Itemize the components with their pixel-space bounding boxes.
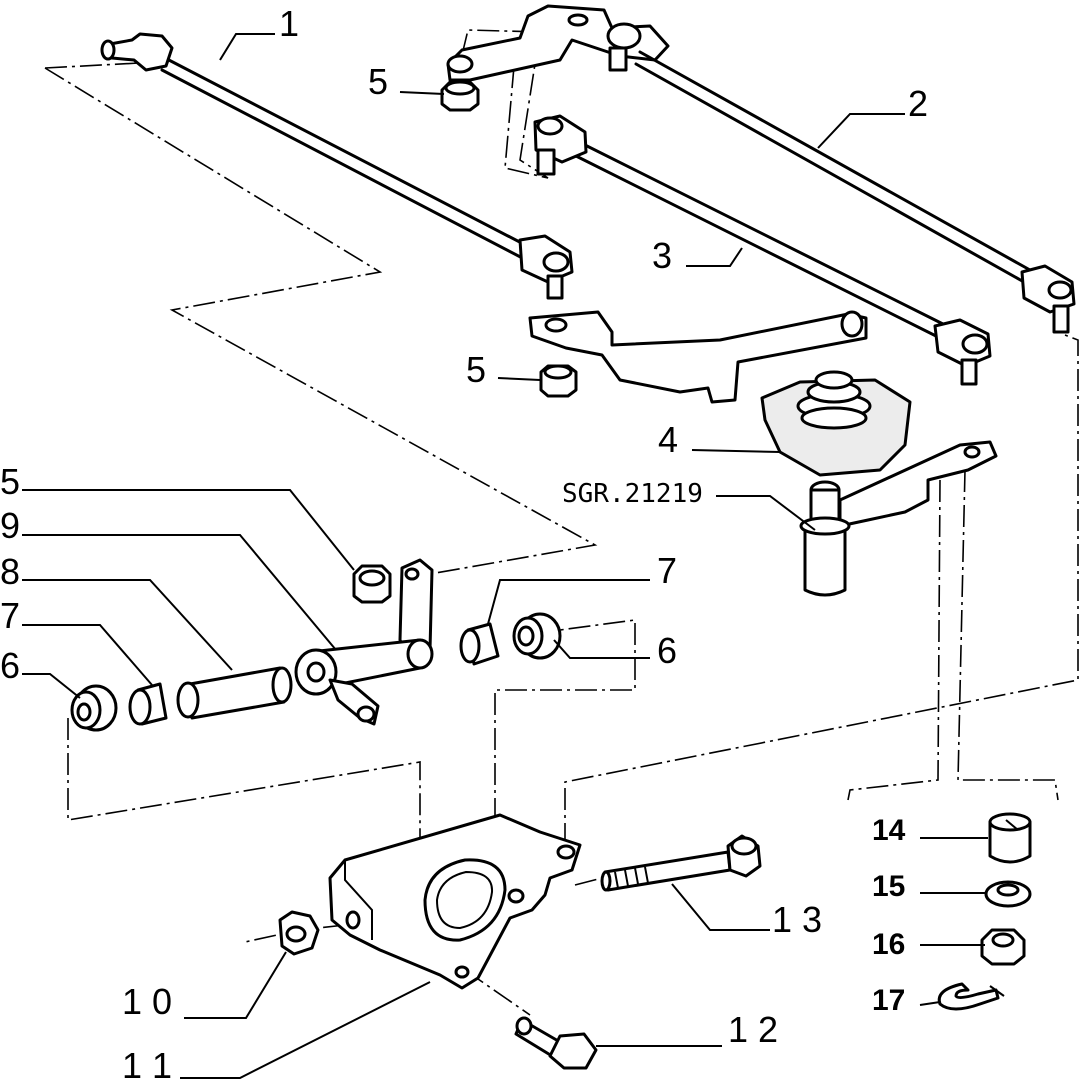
leader-lines — [22, 33, 988, 1079]
assembly-lines — [44, 29, 1079, 1016]
nut-5-middle — [539, 364, 578, 398]
callout-11: 1 1 — [122, 1045, 172, 1081]
part-16-nut — [980, 928, 1026, 966]
nut-5-lower — [352, 564, 392, 604]
part-2-linkage-rod — [634, 50, 1076, 334]
part-7-bushing-right — [459, 622, 500, 666]
part-14-sleeve — [988, 812, 1032, 864]
callout-1: 1 — [279, 3, 299, 44]
callout-5-middle: 5 — [466, 349, 486, 390]
callout-10: 1 0 — [122, 981, 172, 1022]
callout-8: 8 — [0, 551, 20, 592]
part-17-clip — [937, 982, 1005, 1011]
callout-17: 17 — [872, 984, 905, 1017]
callout-2: 2 — [908, 83, 928, 124]
part-4-rubber-mount — [760, 370, 912, 477]
callout-16: 16 — [872, 928, 905, 961]
callout-4: 4 — [658, 419, 678, 460]
part-7-bushing-left — [128, 682, 168, 726]
callout-14: 14 — [872, 814, 906, 847]
part-13-bolt — [600, 834, 762, 892]
nut-5-top — [440, 80, 480, 112]
callout-6-left: 6 — [0, 645, 20, 686]
callout-15: 15 — [872, 870, 905, 903]
crank-arm-shaft — [799, 440, 998, 597]
callout-5-lower: 5 — [0, 461, 20, 502]
part-6-bushing-right — [512, 612, 562, 660]
callout-3: 3 — [652, 235, 672, 276]
reference-code: SGR.21219 — [562, 479, 703, 509]
part-1-linkage-rod — [100, 32, 574, 300]
part-11-base-bracket — [328, 813, 582, 990]
top-bracket — [446, 4, 670, 82]
callout-7-right: 7 — [657, 550, 677, 591]
part-12-bolt — [514, 1016, 598, 1070]
callout-7-left: 7 — [0, 595, 20, 636]
crank-bracket — [528, 310, 868, 404]
part-9-lever — [294, 558, 434, 726]
part-10-nut — [278, 910, 320, 956]
part-8-tube — [176, 666, 293, 720]
part-6-bushing-left — [70, 684, 118, 732]
part-3-linkage-rod — [533, 114, 992, 386]
callout-5-top: 5 — [368, 61, 388, 102]
callout-labels: 1 2 3 4 5 5 5 6 6 7 7 8 9 1 0 1 1 1 2 1 … — [0, 3, 928, 1081]
callout-12: 1 2 — [728, 1009, 778, 1050]
callout-6-right: 6 — [657, 630, 677, 671]
part-15-washer — [984, 880, 1032, 908]
callout-13: 1 3 — [772, 899, 822, 940]
callout-9: 9 — [0, 505, 20, 546]
